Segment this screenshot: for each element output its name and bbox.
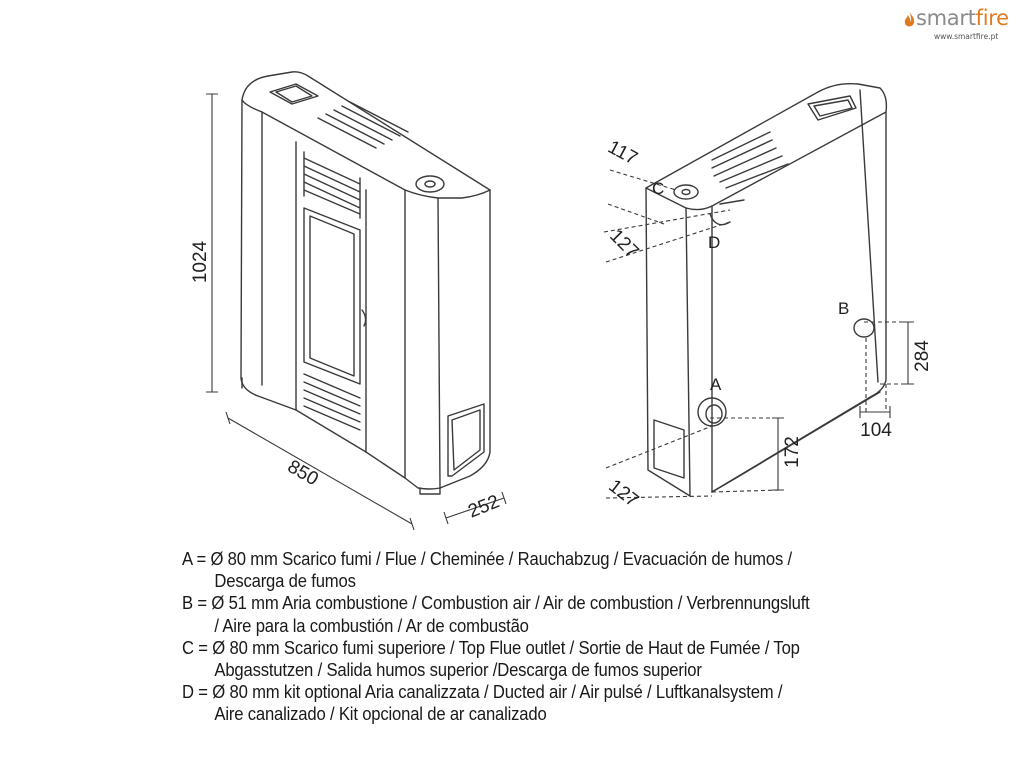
flue-height-dimension: 172 — [782, 436, 803, 468]
air-height-dimension: 284 — [912, 340, 933, 372]
legend-item-c-line2: Abgasstutzen / Salida humos superior /De… — [214, 659, 702, 681]
legend-item-d-line2: Aire canalizado / Kit opcional de ar can… — [214, 703, 547, 725]
legend-item-d: D = Ø 80 mm kit optional Aria canalizzat… — [182, 681, 902, 725]
legend-item-b-line2: / Aire para la combustión / Ar de combus… — [214, 614, 529, 636]
stove-technical-drawing: 1024 850 252 117 127 127 172 284 104 A B… — [190, 71, 933, 531]
legend-item-c-line1: C = Ø 80 mm Scarico fumi superiore / Top… — [182, 636, 800, 658]
legend-item-a-line2: Descarga de fumos — [214, 570, 356, 592]
top-flue-depth-dimension: 127 — [605, 225, 642, 262]
legend-item-b-line1: B = Ø 51 mm Aria combustione / Combustio… — [182, 592, 810, 614]
height-dimension: 1024 — [190, 240, 211, 283]
smartfire-logo: smartfire www.smartfire.pt — [902, 6, 1020, 42]
legend-item-a-line1: A = Ø 80 mm Scarico fumi / Flue / Chemin… — [182, 548, 793, 569]
width-dimension: 850 — [284, 456, 322, 490]
marker-a: A — [710, 375, 722, 394]
bottom-depth-dimension: 127 — [604, 476, 642, 512]
front-stove-view — [240, 71, 491, 495]
width-dimension-line — [227, 417, 413, 525]
brand-fire: fire — [975, 6, 1009, 30]
side-stove-view — [645, 82, 888, 497]
brand-name: smartfire — [916, 6, 1009, 30]
top-flue-offset-dimension: 117 — [604, 137, 641, 170]
legend-item-a: A = Ø 80 mm Scarico fumi / Flue / Chemin… — [182, 548, 902, 592]
brand-smart: smart — [916, 6, 976, 30]
flame-icon — [904, 12, 915, 27]
legend-item-b: B = Ø 51 mm Aria combustione / Combustio… — [182, 592, 902, 636]
depth-dimension-line — [445, 497, 505, 519]
air-offset-dimension: 104 — [860, 420, 892, 441]
legend-item-c: C = Ø 80 mm Scarico fumi superiore / Top… — [182, 637, 902, 681]
marker-d: D — [708, 233, 720, 252]
brand-url: www.smartfire.pt — [934, 32, 999, 41]
legend-item-d-line1: D = Ø 80 mm kit optional Aria canalizzat… — [182, 681, 783, 703]
marker-c: C — [652, 179, 664, 198]
legend: A = Ø 80 mm Scarico fumi / Flue / Chemin… — [182, 548, 902, 726]
depth-dimension: 252 — [465, 491, 502, 522]
marker-b: B — [838, 299, 849, 318]
